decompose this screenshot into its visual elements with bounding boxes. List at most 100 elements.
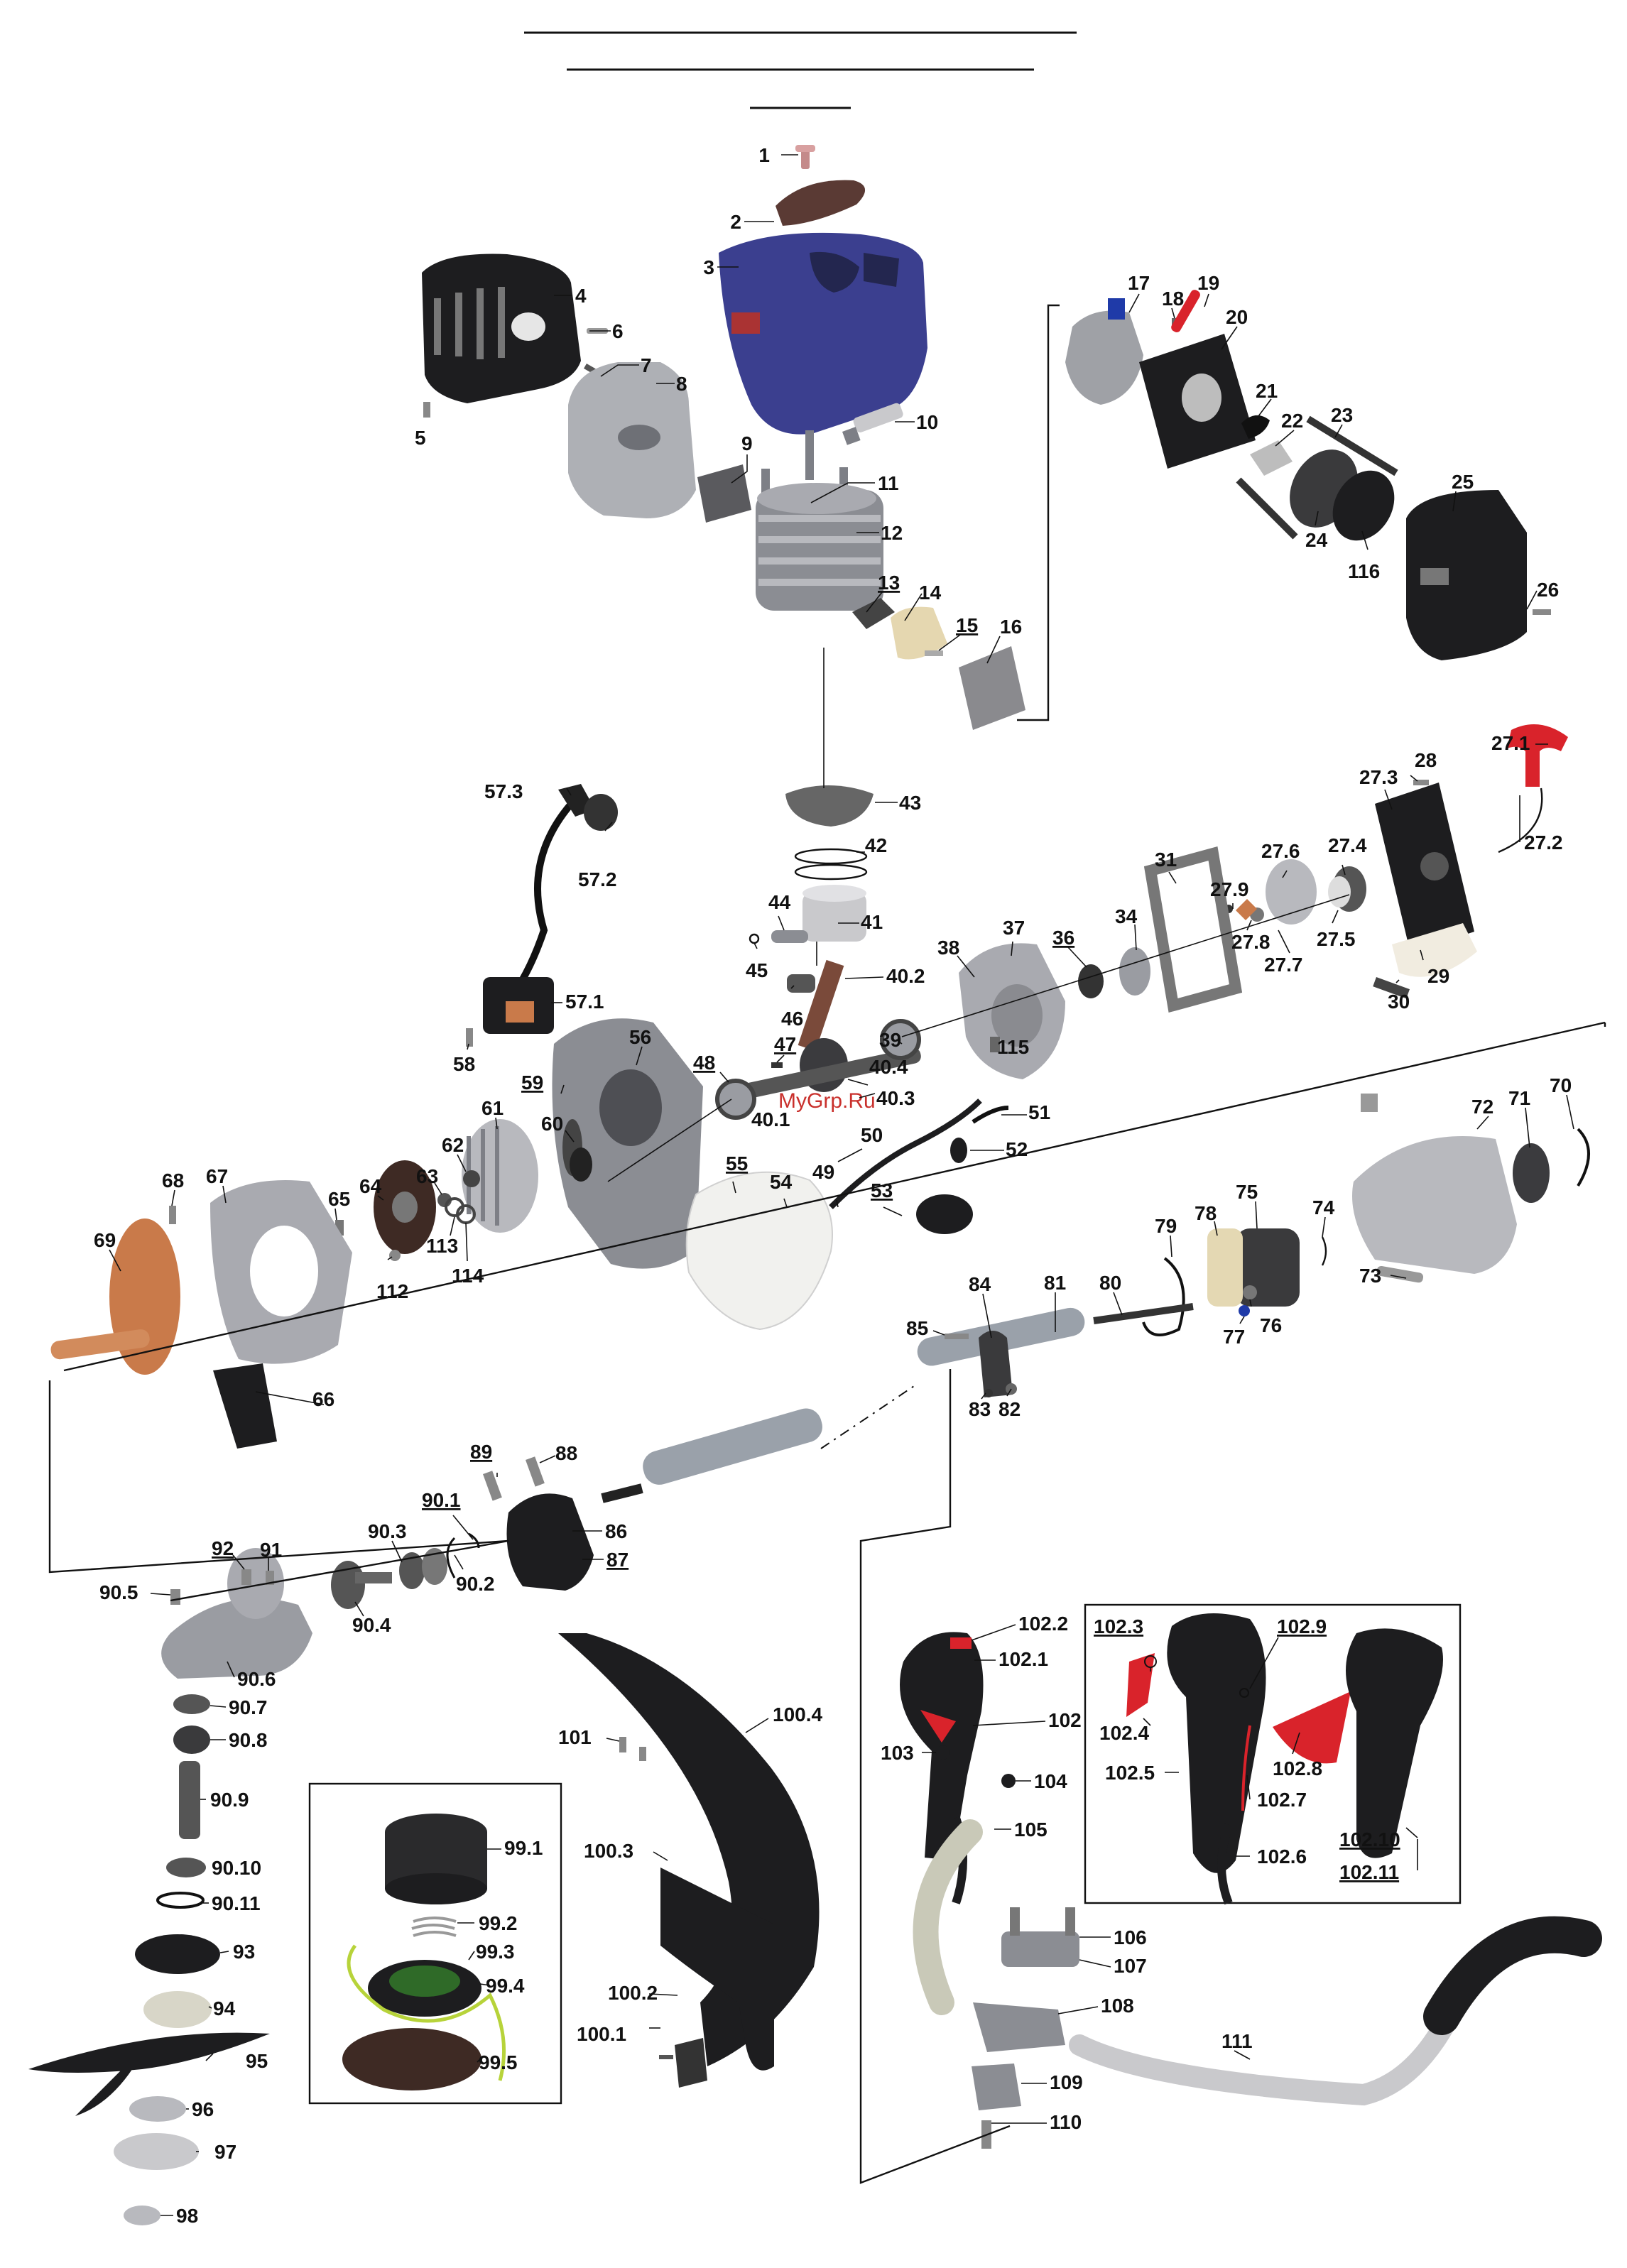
label-101: 101 <box>558 1726 592 1748</box>
label-74: 74 <box>1312 1196 1335 1218</box>
part-nut-62 <box>463 1170 480 1187</box>
part-piston-rings-42 <box>794 848 868 881</box>
part-bearings-90-3 <box>399 1548 447 1589</box>
label-40-4: 40.4 <box>869 1056 908 1078</box>
label-13: 13 <box>878 572 900 594</box>
part-flywheel-cup-34 <box>1119 947 1150 996</box>
part-fuel-line-49-50 <box>829 1098 982 1209</box>
label-53: 53 <box>871 1179 893 1201</box>
label-66: 66 <box>312 1388 334 1410</box>
part-line-99-4 <box>347 1944 506 2081</box>
label-55: 55 <box>726 1152 748 1174</box>
label-60: 60 <box>541 1113 563 1135</box>
label-40-1: 40.1 <box>751 1108 790 1130</box>
part-handle-bracket-66 <box>213 1363 277 1449</box>
part-starter-housing-27-3 <box>1375 783 1474 953</box>
part-crankcase-37 <box>959 943 1065 1079</box>
label-29: 29 <box>1427 965 1449 987</box>
part-filter-plate-116 <box>1332 470 1395 541</box>
part-carburetor-17 <box>1065 298 1143 405</box>
label-51: 51 <box>1028 1101 1050 1123</box>
label-52: 52 <box>1006 1138 1028 1160</box>
label-72: 72 <box>1471 1096 1493 1118</box>
part-gasket-31 <box>1143 846 1243 1013</box>
label-102-8: 102.8 <box>1273 1757 1322 1779</box>
part-screw-28 <box>1413 780 1429 785</box>
label-107: 107 <box>1114 1955 1147 1977</box>
part-air-filter-cover-25 <box>1406 490 1527 660</box>
label-21: 21 <box>1256 380 1278 402</box>
label-100-1: 100.1 <box>577 2023 626 2045</box>
part-bearing-90-7 <box>173 1694 210 1714</box>
label-90-2: 90.2 <box>456 1573 495 1595</box>
label-9: 9 <box>741 432 753 454</box>
part-gear-90-8 <box>173 1725 210 1754</box>
label-27-5: 27.5 <box>1317 928 1356 950</box>
label-112: 112 <box>376 1280 408 1302</box>
part-line-51 <box>972 1106 1009 1124</box>
label-111: 111 <box>1221 2030 1253 2052</box>
part-handle-tube-105 <box>913 1819 983 2015</box>
label-64: 64 <box>359 1175 382 1197</box>
part-pulley-27-6 <box>1266 859 1317 925</box>
part-screw-115 <box>990 1037 1000 1052</box>
part-clutch-plate-78 <box>1207 1228 1243 1307</box>
part-choke-lever-19 <box>1171 290 1200 332</box>
label-58: 58 <box>453 1053 475 1075</box>
label-102-11: 102.11 <box>1339 1861 1399 1883</box>
label-15: 15 <box>956 614 978 636</box>
part-screw-15 <box>925 650 943 656</box>
part-cylinder-12 <box>756 483 883 611</box>
label-108: 108 <box>1101 1995 1134 2017</box>
label-90-1: 90.1 <box>422 1489 461 1511</box>
label-71: 71 <box>1508 1087 1530 1109</box>
label-30: 30 <box>1388 991 1410 1013</box>
part-gear-90-4 <box>331 1561 392 1609</box>
label-78: 78 <box>1195 1202 1217 1224</box>
label-99-2: 99.2 <box>479 1912 518 1934</box>
part-clamp-108 <box>973 2002 1065 2052</box>
handle-group <box>900 1632 1602 2149</box>
part-bolt-5 <box>423 402 430 418</box>
label-10: 10 <box>916 411 938 433</box>
part-crankcase-half-56 <box>552 1018 703 1269</box>
label-90-4: 90.4 <box>352 1614 391 1636</box>
part-driveshaft-80 <box>1093 1303 1194 1324</box>
label-90-8: 90.8 <box>229 1729 268 1751</box>
part-starter-handle-27-1 <box>1507 724 1568 787</box>
part-washer-27-5 <box>1328 876 1351 907</box>
part-needle-bearing-46 <box>787 974 815 993</box>
label-102-6: 102.6 <box>1257 1846 1307 1868</box>
part-clamp-109 <box>972 2063 1021 2110</box>
part-cover-97 <box>114 2133 199 2170</box>
label-90-6: 90.6 <box>237 1668 276 1690</box>
part-spark-plug-10 <box>842 403 903 445</box>
label-3: 3 <box>703 256 714 278</box>
part-spool-99-3 <box>368 1960 481 2017</box>
carburetor-group <box>1065 290 1551 660</box>
label-70: 70 <box>1550 1074 1572 1096</box>
watermark: MyGrp.Ru <box>778 1089 876 1113</box>
part-gasket-13 <box>852 598 895 629</box>
part-spool-case-99-5 <box>342 2028 481 2090</box>
label-103: 103 <box>881 1742 914 1764</box>
handle-inset <box>1084 1603 1462 1905</box>
label-23: 23 <box>1331 404 1353 426</box>
label-94: 94 <box>213 1997 236 2019</box>
label-102: 102 <box>1048 1709 1082 1731</box>
part-bracket-22 <box>1250 440 1293 476</box>
label-27-6: 27.6 <box>1261 840 1300 862</box>
label-6: 6 <box>612 320 624 342</box>
label-42: 42 <box>865 834 887 856</box>
label-80: 80 <box>1099 1272 1121 1294</box>
label-48: 48 <box>693 1052 715 1074</box>
label-22: 22 <box>1281 410 1303 432</box>
part-bolt-cap <box>1361 1094 1378 1112</box>
label-86: 86 <box>605 1520 627 1542</box>
label-2: 2 <box>730 211 741 233</box>
part-hv-lead-57-3 <box>505 800 575 1003</box>
label-102-7: 102.7 <box>1257 1789 1307 1811</box>
label-16: 16 <box>1000 616 1022 638</box>
label-83: 83 <box>969 1398 991 1420</box>
label-102-1: 102.1 <box>998 1648 1048 1670</box>
